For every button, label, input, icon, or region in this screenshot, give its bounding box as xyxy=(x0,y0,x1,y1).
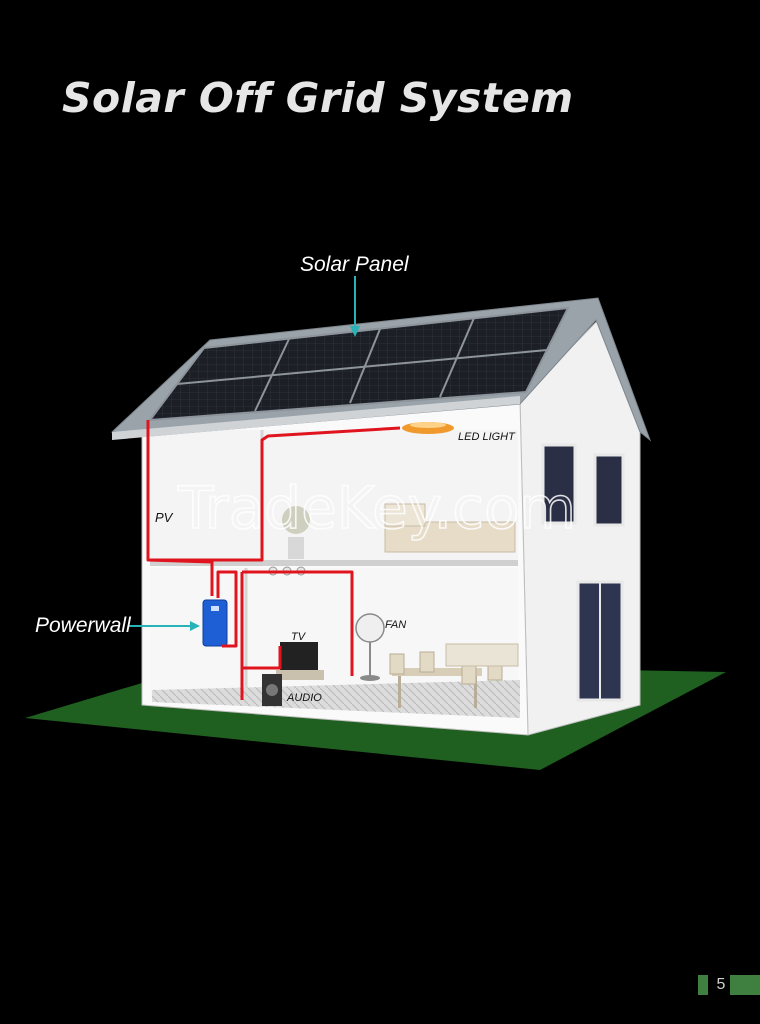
solar-panel-array xyxy=(147,306,570,422)
page-number: 5 xyxy=(716,976,726,993)
upper-window-right xyxy=(593,453,625,527)
powerwall-label: Powerwall xyxy=(35,614,132,637)
solar-panel-pointer xyxy=(350,276,360,337)
pv-label: PV xyxy=(155,510,174,525)
page-accent-box xyxy=(698,975,708,995)
slide-title: Solar Off Grid System xyxy=(62,74,574,122)
led-light-label: LED LIGHT xyxy=(458,431,516,443)
solar-panel-label: Solar Panel xyxy=(300,253,410,276)
powerwall-inverter-icon xyxy=(202,599,228,647)
page-accent-bar xyxy=(730,975,760,995)
dining-set xyxy=(389,643,519,708)
plant-pot xyxy=(288,537,304,559)
tv-label: TV xyxy=(291,631,307,643)
bed xyxy=(384,521,516,553)
upper-window-left xyxy=(541,443,577,525)
wiring xyxy=(146,420,401,700)
watermark: TradeKey.com xyxy=(177,474,576,542)
tv-icon xyxy=(276,642,324,680)
fan-label: FAN xyxy=(385,619,406,631)
audio-speaker-icon xyxy=(262,674,282,706)
fan-icon xyxy=(355,613,385,681)
roof-eave xyxy=(112,396,520,440)
floor-tiles xyxy=(152,680,520,718)
powerwall-pointer xyxy=(128,621,200,631)
audio-label: AUDIO xyxy=(286,692,322,704)
